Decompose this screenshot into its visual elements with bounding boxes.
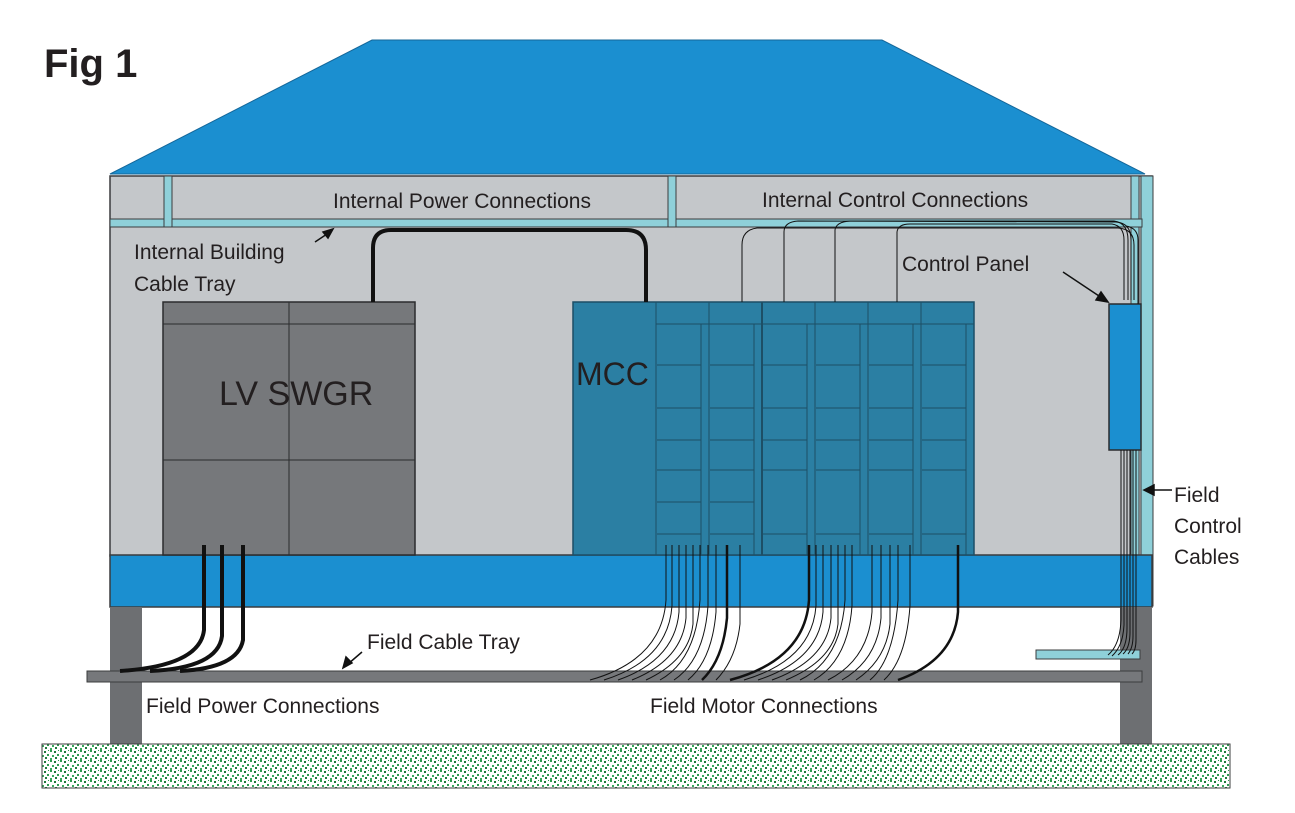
internal-control-label: Internal Control Connections xyxy=(762,189,1028,212)
mcc-label: MCC xyxy=(576,356,649,392)
field-control-label-2: Control xyxy=(1174,515,1242,538)
control-panel xyxy=(1108,303,1142,451)
tray-post-1 xyxy=(163,175,173,228)
field-motor-label: Field Motor Connections xyxy=(650,695,878,718)
motor-cable xyxy=(617,545,680,681)
internal-tray-label-2: Cable Tray xyxy=(134,273,236,296)
motor-cable xyxy=(603,545,673,681)
field-power-label: Field Power Connections xyxy=(146,695,379,718)
motor-cable xyxy=(715,545,741,681)
internal-control-cables xyxy=(741,220,1139,304)
field-control-cables xyxy=(1107,450,1137,657)
mcc xyxy=(572,301,975,556)
motor-cable xyxy=(701,545,729,681)
roof xyxy=(109,39,1146,175)
motor-cable xyxy=(785,545,839,681)
motor-cable xyxy=(673,545,709,681)
field-control-tray-stub xyxy=(1035,649,1141,660)
motor-cable xyxy=(883,545,911,681)
field-control-label-3: Cables xyxy=(1174,546,1239,569)
motor-cable xyxy=(897,545,960,682)
field-control-label-1: Field xyxy=(1174,484,1220,507)
motor-cable xyxy=(729,545,811,682)
motor-cable xyxy=(869,545,899,681)
tray-post-2 xyxy=(667,175,677,228)
motor-cable xyxy=(841,545,882,681)
motor-cable xyxy=(855,545,891,681)
motor-cable xyxy=(659,545,701,681)
ground xyxy=(41,743,1231,789)
motor-cable xyxy=(631,545,687,681)
motor-cable xyxy=(771,545,832,681)
internal-power-cable xyxy=(371,228,648,302)
motor-cable xyxy=(589,545,667,681)
motor-cable xyxy=(645,545,694,681)
leader-arrows xyxy=(314,227,1172,670)
motor-cable xyxy=(743,545,817,681)
figure-title: Fig 1 xyxy=(44,42,137,86)
internal-cable-tray xyxy=(109,218,1143,228)
field-power-cables xyxy=(119,545,245,673)
motor-cable xyxy=(687,545,717,681)
motor-cable xyxy=(827,545,873,681)
internal-power-label: Internal Power Connections xyxy=(333,190,591,213)
floor-band xyxy=(109,554,1153,608)
motor-cable xyxy=(799,545,846,681)
motor-cable xyxy=(757,545,824,681)
lv-swgr xyxy=(162,301,416,556)
internal-tray-label-1: Internal Building xyxy=(134,241,285,264)
right-vertical-rail xyxy=(1140,175,1154,607)
lv-swgr-label: LV SWGR xyxy=(219,375,373,413)
field-motor-cables xyxy=(589,545,960,682)
motor-cable xyxy=(813,545,853,681)
control-panel-label: Control Panel xyxy=(902,253,1029,276)
field-cable-tray-label: Field Cable Tray xyxy=(367,631,520,654)
